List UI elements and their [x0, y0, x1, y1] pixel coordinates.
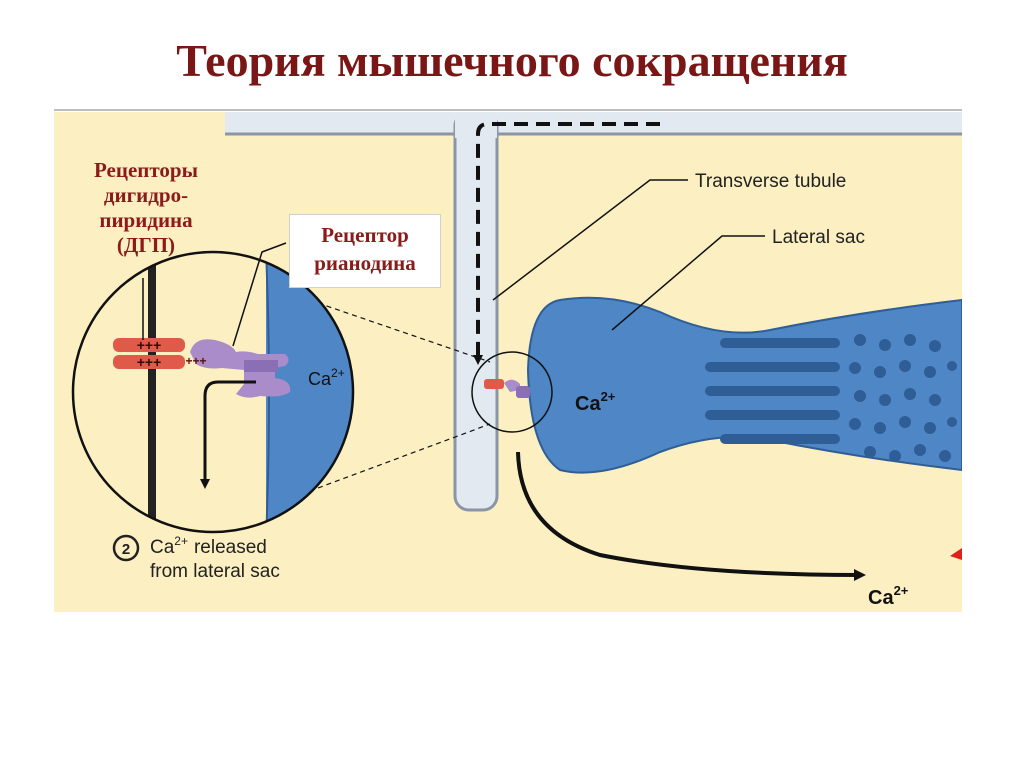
dhp-receptor-top	[113, 338, 185, 352]
plus-signs-upper: +++	[137, 337, 162, 353]
step-text-line1: released	[194, 537, 267, 558]
ca-charge-released: 2+	[894, 583, 909, 598]
title-divider	[54, 109, 962, 111]
plus-signs-top: +++	[185, 354, 206, 368]
ca-charge-zoom: 2+	[331, 366, 345, 380]
step-number: 2	[122, 541, 130, 558]
svg-text:+++: +++	[137, 354, 162, 370]
dhp-receptor-bottom	[113, 355, 185, 369]
ryanodine-receptor	[190, 339, 291, 398]
receptor-complex-small	[484, 379, 530, 398]
sarcoplasmic-reticulum-pores	[849, 334, 957, 462]
lateral-sac-label: Lateral sac	[772, 227, 865, 248]
ca-charge-step: 2+	[174, 534, 188, 548]
ca-label-step: Ca	[150, 537, 175, 558]
dhp-receptors-label: Рецепторы дигидро- пиридина (ДГП)	[93, 158, 198, 257]
sarcoplasmic-reticulum-channels	[705, 338, 840, 444]
svg-text:Ca2+released: Ca2+ released	[150, 534, 267, 558]
ca-label-released: Ca	[868, 587, 894, 609]
step-text-line2: from lateral sac	[150, 561, 280, 582]
calcium-flow-arrow	[200, 380, 256, 489]
svg-text:Ca2+: Ca2+	[308, 366, 345, 389]
svg-text:+++: +++	[185, 354, 206, 368]
action-potential-path	[473, 122, 660, 365]
svg-text:+++: +++	[137, 337, 162, 353]
zoom-source-circle	[471, 351, 553, 433]
slide-title: Теория мышечного сокращения	[176, 35, 848, 86]
step-number-badge	[112, 534, 140, 562]
plus-signs-lower: +++	[137, 354, 162, 370]
ca-label-sac: Ca	[575, 393, 601, 415]
ryanodine-receptor-label: Рецептор рианодина	[289, 214, 441, 288]
transverse-tubule-label: Transverse tubule	[695, 171, 846, 192]
ca-label-zoom: Ca	[308, 369, 332, 389]
svg-text:Ca2+: Ca2+	[575, 389, 616, 415]
ca-charge-sac: 2+	[601, 389, 616, 404]
svg-text:Ca2+: Ca2+	[868, 583, 909, 609]
calcium-release-arrow	[516, 451, 866, 581]
